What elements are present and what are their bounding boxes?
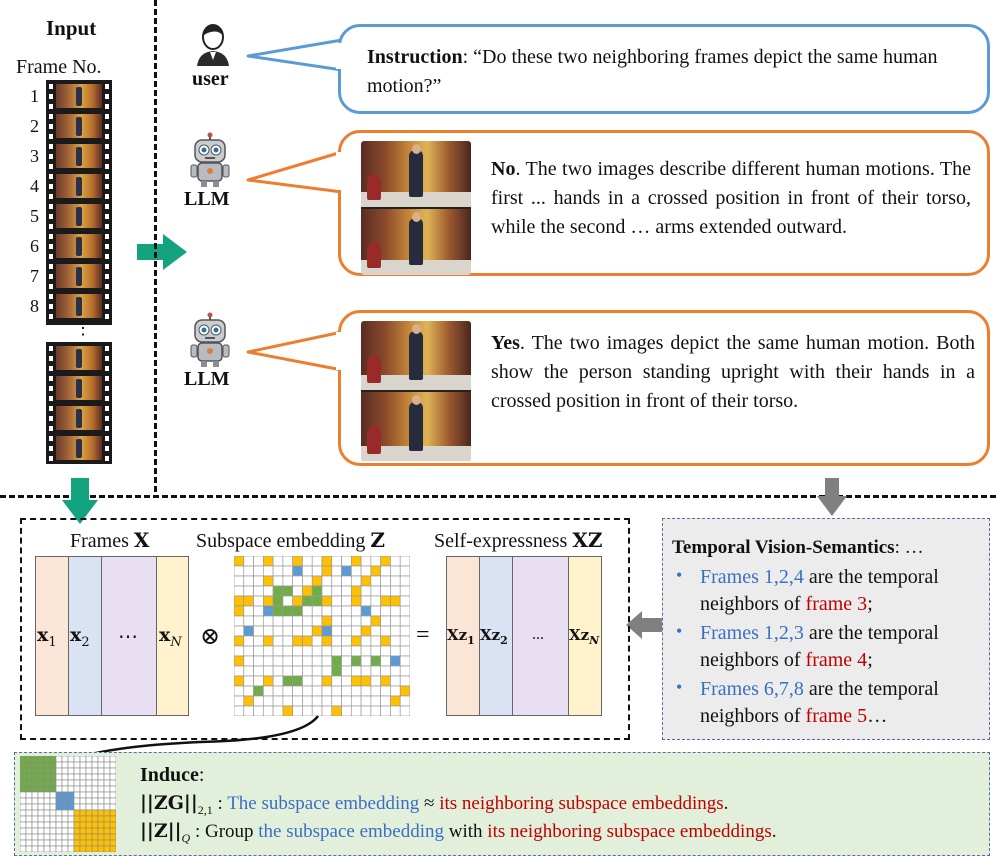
frame-no-label: Frame No. xyxy=(16,56,102,78)
x-col-2 xyxy=(68,556,102,716)
llm1-label: LLM xyxy=(184,188,230,210)
answer-no-bubble: No. The two images describe different hu… xyxy=(338,130,990,276)
self-expressness-label: Self-expressness XZ xyxy=(434,528,603,552)
frame-number: 6 xyxy=(30,236,39,256)
instruction-bubble-tail xyxy=(246,38,344,72)
answer-yes-bubble-tail xyxy=(246,330,344,372)
film-frame-thumbnail xyxy=(56,264,102,288)
input-title: Input xyxy=(46,16,97,40)
x-col-1 xyxy=(35,556,69,716)
xz-col-3 xyxy=(512,556,569,716)
filmstrip-top xyxy=(46,80,112,325)
divider-horizontal xyxy=(0,495,996,498)
x2-symbol: x2 xyxy=(70,624,90,650)
teal-arrow-right xyxy=(137,234,187,270)
gray-arrow-down xyxy=(817,478,847,516)
frame-number: 3 xyxy=(30,146,39,166)
induce-title: Induce: xyxy=(140,764,205,786)
llm2-label: LLM xyxy=(184,368,230,390)
temporal-item-line-1: Frames 6,7,8 are the temporal xyxy=(700,678,939,700)
film-frame-thumbnail xyxy=(56,114,102,138)
temporal-item-line-2: neighbors of frame 5… xyxy=(700,705,888,727)
frame-number: 2 xyxy=(30,116,39,136)
frames-label: Frames X xyxy=(70,528,150,552)
filmstrip-ellipsis: ⋮ xyxy=(74,318,92,338)
x1-symbol: x1 xyxy=(37,624,57,650)
bullet-icon: • xyxy=(676,621,683,641)
otimes-symbol: ⊗ xyxy=(200,624,221,650)
xz1-symbol: Xz1 xyxy=(447,626,475,647)
temporal-item-line-1: Frames 1,2,3 are the temporal xyxy=(700,622,939,644)
induce-line-1: ||ZG||2,1 : The subspace embedding ≈ its… xyxy=(140,792,729,817)
frame-number: 8 xyxy=(30,296,39,316)
film-frame-thumbnail xyxy=(56,294,102,318)
temporal-title: Temporal Vision-Semantics: … xyxy=(672,537,924,558)
tail-joint-orange-2 xyxy=(336,332,344,370)
film-frame-thumbnail xyxy=(56,436,102,460)
answer-yes-text: Yes. The two images depict the same huma… xyxy=(491,332,975,412)
film-frame-thumbnail xyxy=(56,376,102,400)
film-frame-thumbnail xyxy=(56,144,102,168)
equals-symbol: = xyxy=(416,622,430,648)
frame-number: 4 xyxy=(30,176,39,196)
xz-ellipsis: ... xyxy=(532,626,544,643)
temporal-item-line-1: Frames 1,2,4 are the temporal xyxy=(700,566,939,588)
answer-no-text: No. The two images describe different hu… xyxy=(491,158,971,238)
induce-line-2: ||Z||Q : Group the subspace embedding wi… xyxy=(140,820,777,845)
filmstrip-bottom xyxy=(46,342,112,464)
answer-yes-bubble: Yes. The two images depict the same huma… xyxy=(338,310,990,466)
robot-icon xyxy=(190,132,230,187)
subspace-embedding-grid xyxy=(234,556,410,716)
bullet-icon: • xyxy=(676,565,683,585)
instruction-text: Instruction: “Do these two neighboring f… xyxy=(367,46,938,97)
robot-icon xyxy=(190,312,230,367)
temporal-panel xyxy=(662,518,990,740)
x-col-3 xyxy=(101,556,157,716)
xn-symbol: xN xyxy=(159,624,182,650)
gray-arrow-left xyxy=(626,611,662,639)
film-frame-thumbnail xyxy=(56,346,102,370)
user-icon xyxy=(197,24,229,66)
xz-col-2 xyxy=(479,556,513,716)
user-label: user xyxy=(192,68,229,90)
film-frame-thumbnail xyxy=(56,406,102,430)
answer-no-bubble-tail xyxy=(246,150,344,194)
frame-pair-image-yes xyxy=(361,321,471,461)
frames-panel xyxy=(20,518,630,740)
divider-vertical xyxy=(154,0,157,492)
frame-pair-image-no xyxy=(361,141,471,275)
film-frame-thumbnail xyxy=(56,234,102,258)
temporal-item-line-2: neighbors of frame 3; xyxy=(700,593,873,615)
subspace-label: Subspace embedding Z xyxy=(196,528,386,552)
xz-col-4 xyxy=(568,556,602,716)
frame-number: 7 xyxy=(30,266,39,286)
frame-number: 1 xyxy=(30,86,39,106)
xzn-symbol: XzN xyxy=(569,626,600,647)
teal-arrow-down xyxy=(62,478,98,524)
temporal-item-line-2: neighbors of frame 4; xyxy=(700,649,873,671)
tail-joint-blue xyxy=(336,43,344,69)
film-frame-thumbnail xyxy=(56,84,102,108)
induce-panel xyxy=(14,752,990,856)
instruction-bubble: Instruction: “Do these two neighboring f… xyxy=(338,24,990,114)
bullet-icon: • xyxy=(676,677,683,697)
block-diagonal-grid xyxy=(20,756,116,852)
x-ellipsis: ⋯ xyxy=(118,626,138,648)
frame-number: 5 xyxy=(30,206,39,226)
tail-joint-orange-1 xyxy=(336,152,344,190)
xz2-symbol: Xz2 xyxy=(480,626,508,647)
film-frame-thumbnail xyxy=(56,174,102,198)
film-frame-thumbnail xyxy=(56,204,102,228)
x-col-4 xyxy=(156,556,189,716)
